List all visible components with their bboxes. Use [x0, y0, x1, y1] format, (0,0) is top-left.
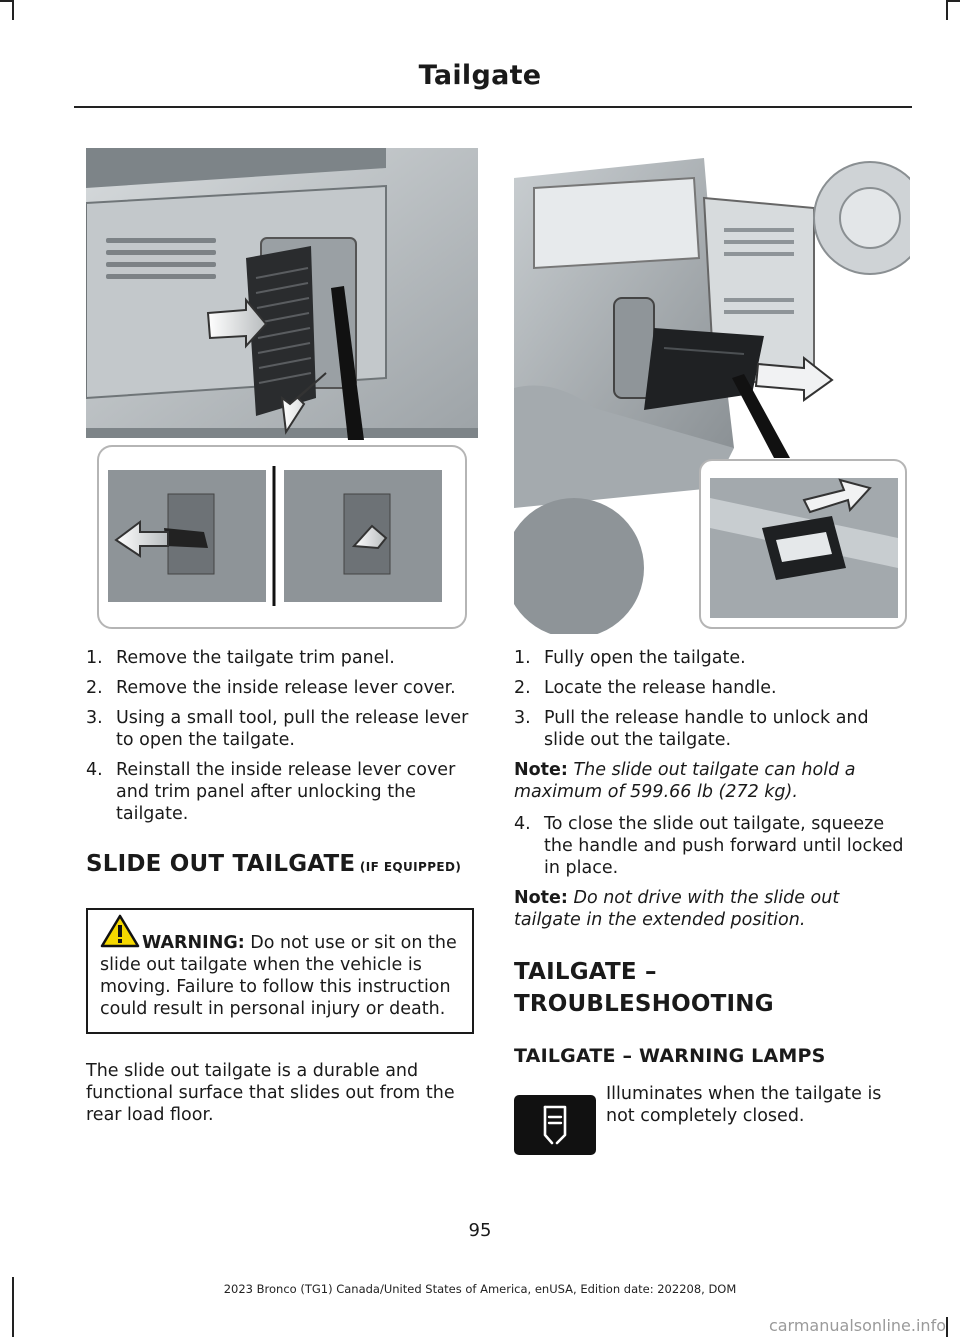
slide-out-steps: 1. Fully open the tailgate. 2. Locate the … [514, 647, 910, 751]
warning-triangle-icon [100, 914, 140, 954]
note-driving: Note: Do not drive with the slide out ta… [514, 887, 910, 931]
list-item: 1. Fully open the tailgate. [514, 647, 910, 669]
section-heading-slide-out-tailgate: SLIDE OUT TAILGATE (IF EQUIPPED) [86, 849, 474, 882]
list-item: 2. Locate the release handle. [514, 677, 910, 699]
section-title-line: TROUBLESHOOTING [514, 991, 774, 1017]
tailgate-ajar-icon [514, 1095, 596, 1155]
note-capacity: Note: The slide out tailgate can hold a … [514, 759, 910, 803]
list-item: 3. Pull the release handle to unlock and … [514, 707, 910, 751]
warning-lamp-description: Illuminates when the tailgate is not com… [606, 1084, 882, 1126]
step-text: Using a small tool, pull the release lev… [116, 708, 469, 750]
step-number: 1. [86, 648, 103, 668]
step-text: Reinstall the inside release lever cover… [116, 760, 456, 824]
step-text: Remove the inside release lever cover. [116, 678, 456, 698]
edition-info: 2023 Bronco (TG1) Canada/United States o… [223, 1282, 737, 1296]
list-item: 4. To close the slide out tailgate, squee… [514, 813, 910, 879]
section-suffix: (IF EQUIPPED) [355, 860, 462, 874]
slide-out-tailgate-illustration [514, 148, 910, 634]
crop-mark [946, 1317, 948, 1337]
section-title-line: TAILGATE – [514, 959, 657, 985]
step-number: 4. [86, 760, 103, 780]
warning-text: Do not use or sit on the slide out tailg… [100, 933, 457, 1019]
step-number: 4. [514, 814, 531, 834]
note-text: The slide out tailgate can hold a maximu… [514, 760, 856, 802]
page-number: 95 [468, 1220, 492, 1241]
release-lever-steps: 1. Remove the tailgate trim panel. 2. Remo… [86, 647, 474, 825]
list-item: 1. Remove the tailgate trim panel. [86, 647, 474, 669]
warning-label: WARNING: [142, 933, 245, 953]
step-text: Remove the tailgate trim panel. [116, 648, 395, 668]
crop-mark [946, 0, 948, 20]
list-item: 3. Using a small tool, pull the release l… [86, 707, 474, 751]
crop-mark [948, 0, 960, 2]
crop-mark [0, 0, 12, 2]
slide-out-steps-continued: 4. To close the slide out tailgate, squee… [514, 813, 910, 879]
tailgate-release-lever-illustration [86, 148, 478, 634]
section-title: SLIDE OUT TAILGATE [86, 851, 356, 877]
step-text: Pull the release handle to unlock and sl… [544, 708, 869, 750]
step-number: 2. [86, 678, 103, 698]
step-text: Locate the release handle. [544, 678, 777, 698]
step-number: 3. [514, 708, 531, 728]
warning-box: WARNING: Do not use or sit on the slide … [86, 908, 474, 1034]
section-heading-troubleshooting: TAILGATE – TROUBLESHOOTING [514, 957, 910, 1019]
crop-mark [12, 0, 14, 20]
step-number: 1. [514, 648, 531, 668]
list-item: 4. Reinstall the inside release lever cov… [86, 759, 474, 825]
header-rule [74, 106, 912, 108]
note-label: Note: [514, 888, 568, 908]
note-label: Note: [514, 760, 568, 780]
watermark: carmanualsonline.info [768, 1316, 946, 1335]
step-number: 3. [86, 708, 103, 728]
left-column: 1. Remove the tailgate trim panel. 2. Remo… [86, 647, 474, 1126]
step-text: Fully open the tailgate. [544, 648, 746, 668]
page-title: Tailgate [418, 60, 542, 91]
step-text: To close the slide out tailgate, squeeze… [544, 814, 904, 878]
step-number: 2. [514, 678, 531, 698]
right-column: 1. Fully open the tailgate. 2. Locate the … [514, 647, 910, 1155]
slide-out-description: The slide out tailgate is a durable and … [86, 1061, 455, 1125]
list-item: 2. Remove the inside release lever cover. [86, 677, 474, 699]
subsection-heading-warning-lamps: TAILGATE – WARNING LAMPS [514, 1045, 826, 1067]
warning-lamp-row: Illuminates when the tailgate is not com… [514, 1083, 910, 1155]
note-text: Do not drive with the slide out tailgate… [514, 888, 840, 930]
crop-mark [12, 1277, 14, 1337]
